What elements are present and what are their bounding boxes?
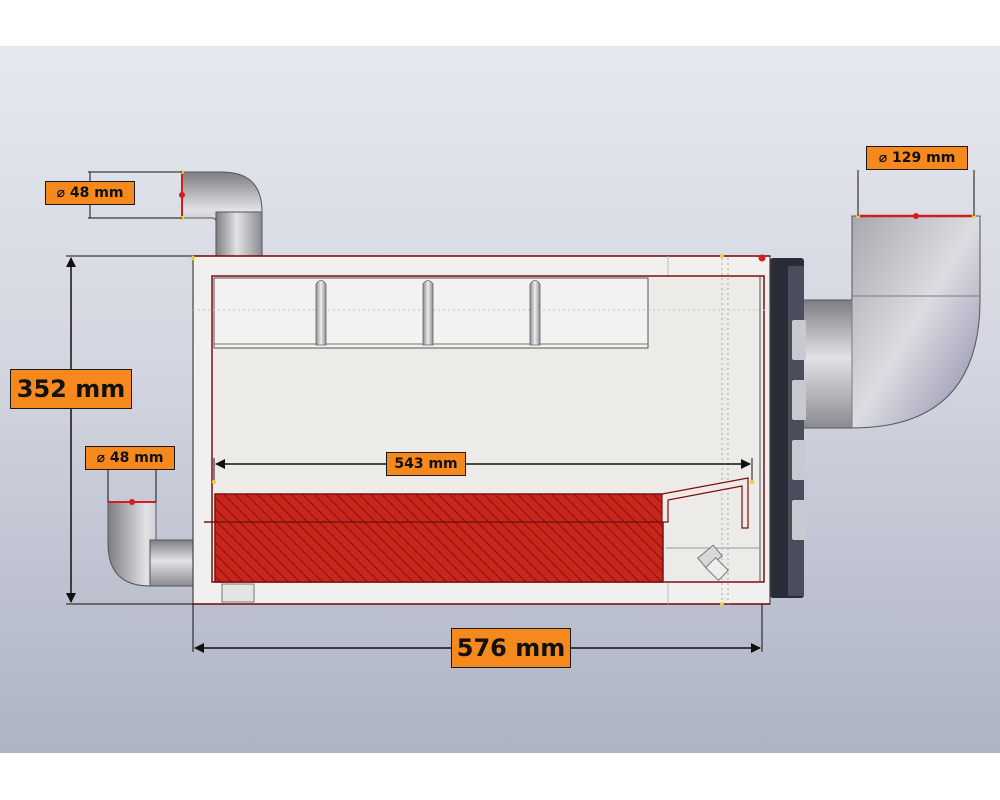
rear-plate: [770, 258, 806, 598]
bottom-inlet-pipe: [107, 499, 194, 587]
rods: [315, 280, 541, 346]
measurement-points: [190, 254, 765, 606]
reference-point: [758, 254, 766, 262]
baffle: [661, 477, 749, 582]
flue-elbow: [799, 213, 981, 429]
top-pipe-diameter-label: ⌀ 48 mm: [45, 181, 135, 205]
height-label: 352 mm: [10, 369, 132, 409]
width-label: 576 mm: [451, 628, 571, 668]
inner-length-label: 543 mm: [386, 452, 466, 476]
bottom-pipe-diameter-label: ⌀ 48 mm: [85, 446, 175, 470]
flue-diameter-label: ⌀ 129 mm: [866, 146, 968, 170]
hatched-element: [204, 493, 664, 583]
top-inlet-pipe: [179, 170, 263, 257]
